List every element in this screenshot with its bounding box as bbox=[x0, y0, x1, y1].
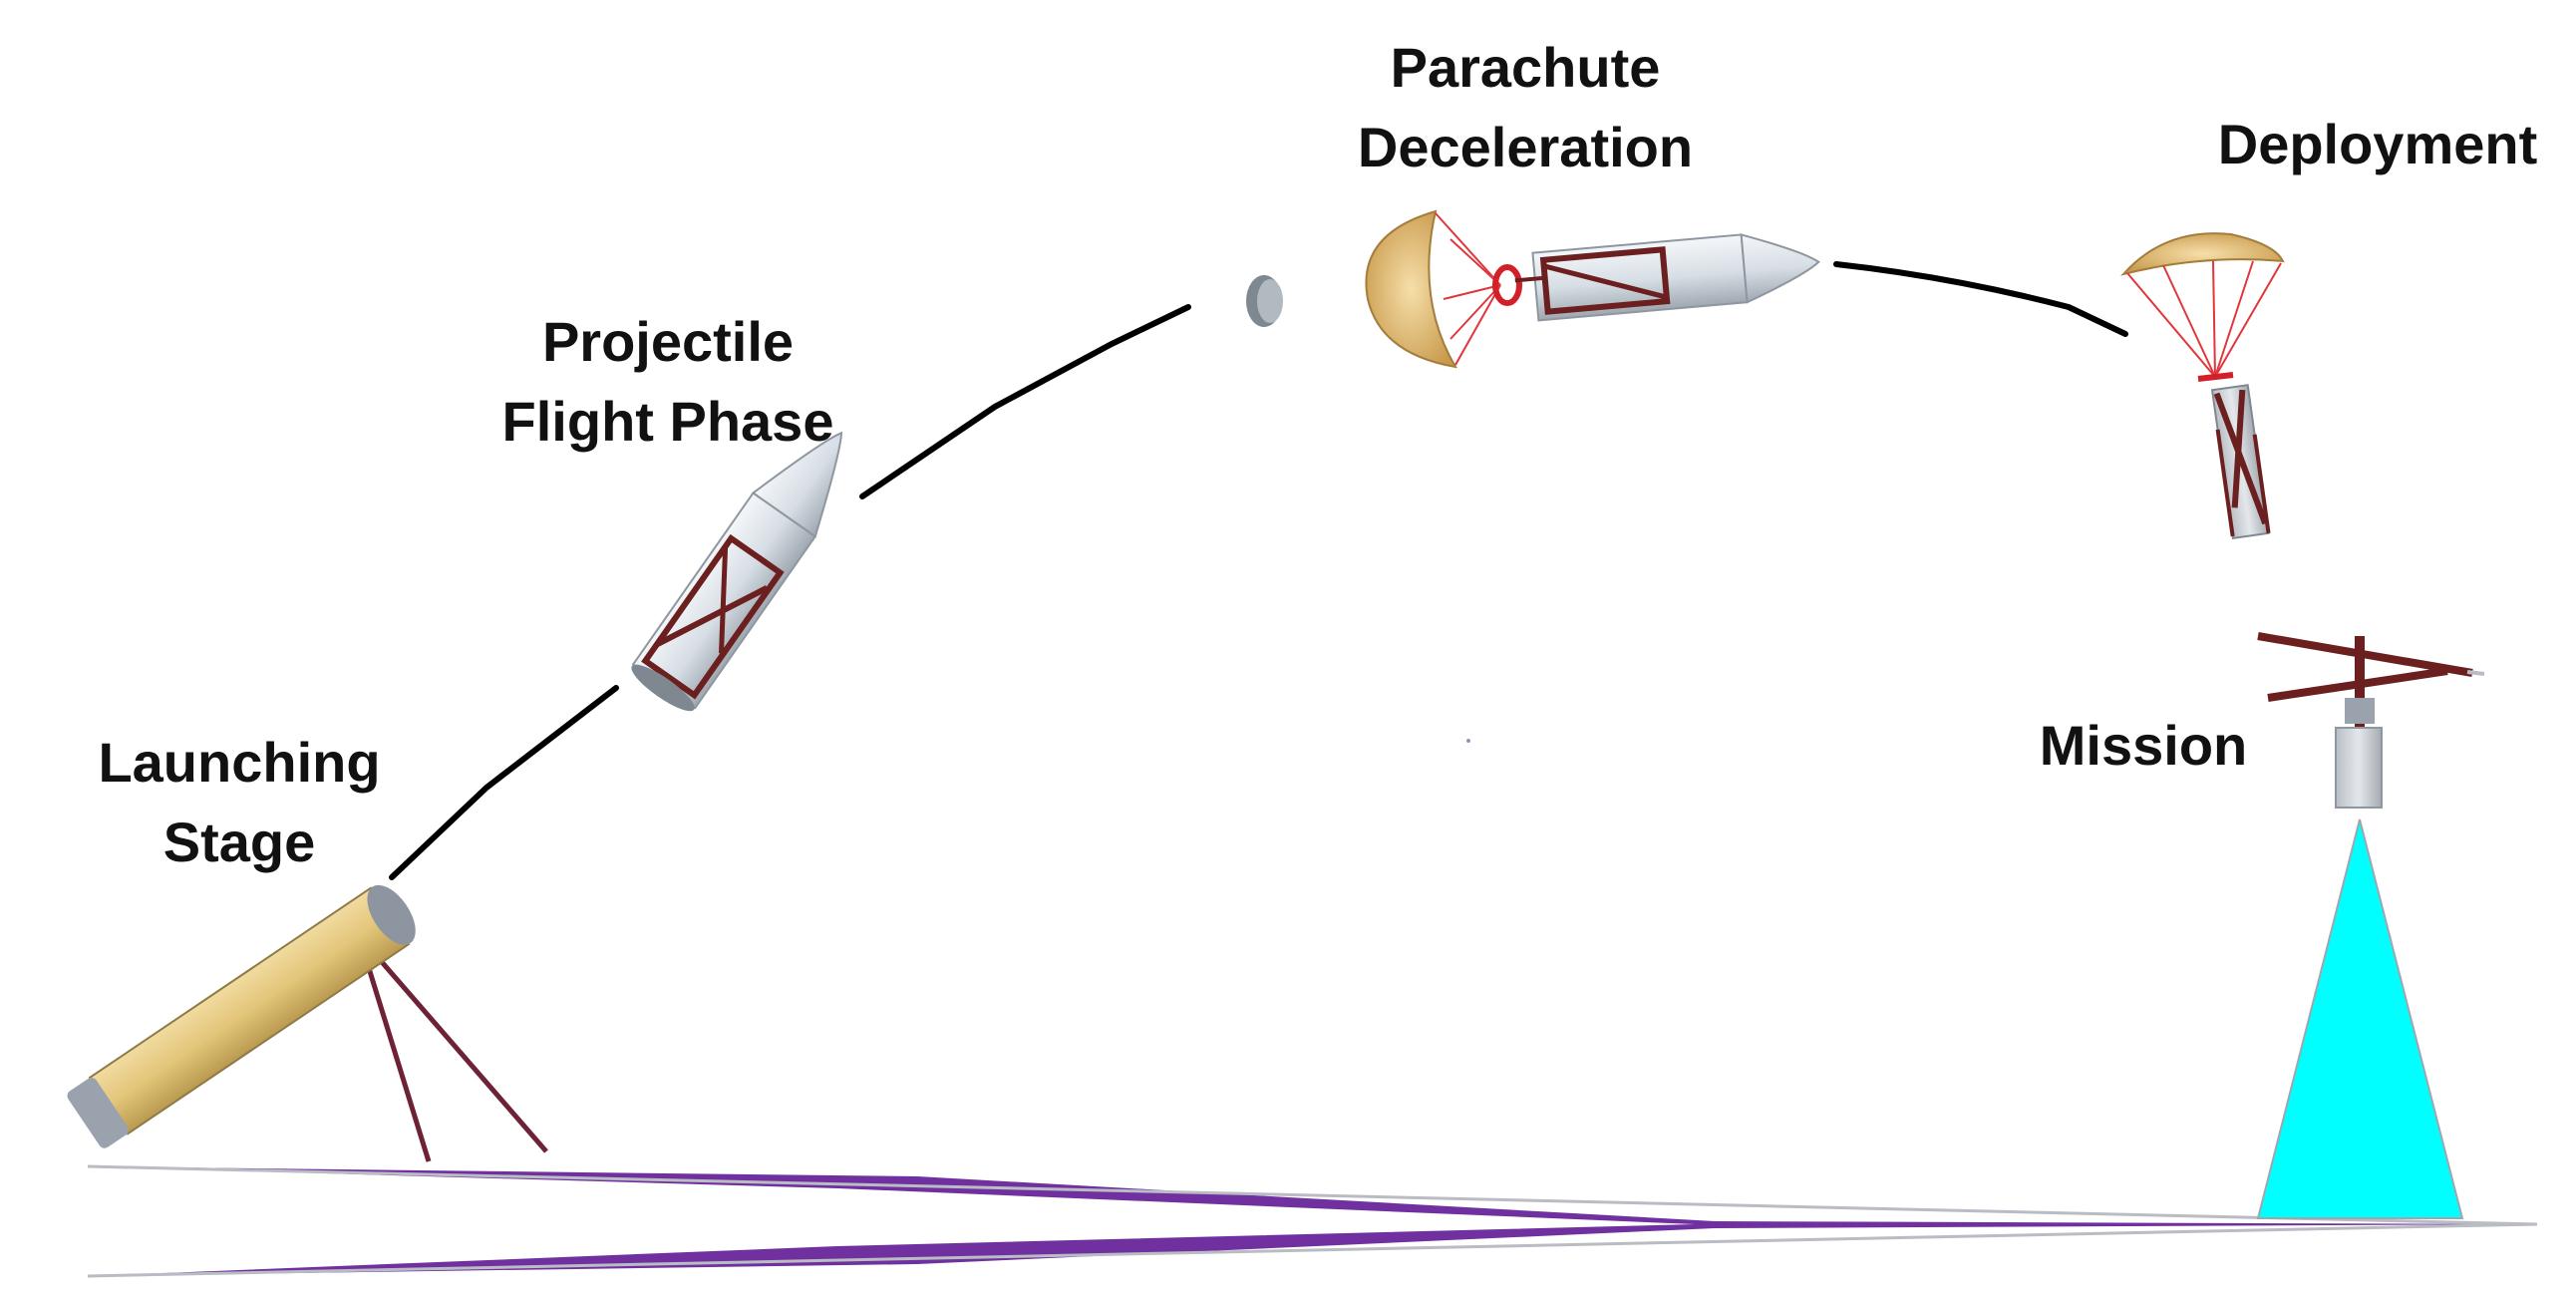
speck bbox=[1466, 739, 1470, 743]
label-launching-stage: Launching Stage bbox=[80, 723, 399, 882]
projectile-descending-icon bbox=[1514, 233, 1820, 322]
trajectory-segment-launch bbox=[389, 685, 619, 880]
ejected-cap-icon bbox=[1246, 275, 1283, 327]
projectile-icon bbox=[631, 431, 843, 712]
drogue-parachute-icon bbox=[1365, 209, 1522, 369]
label-deployment-line1: Deployment bbox=[2217, 113, 2538, 175]
trajectory-segment-descent bbox=[1833, 261, 2128, 337]
folded-drone-icon bbox=[2210, 384, 2271, 539]
trajectory-segment-ascent bbox=[859, 304, 1191, 499]
drone-icon bbox=[2257, 632, 2485, 809]
label-parachute-line2: Deceleration bbox=[1357, 116, 1694, 178]
ground-band bbox=[87, 1164, 2538, 1278]
label-parachute-deceleration: Parachute Deceleration bbox=[1316, 28, 1735, 187]
label-projectile-flight-phase: Projectile Flight Phase bbox=[469, 302, 867, 462]
label-deployment: Deployment bbox=[2193, 105, 2562, 184]
trajectory-path bbox=[389, 261, 2128, 880]
label-projectile-line1: Projectile bbox=[541, 310, 795, 373]
label-parachute-line1: Parachute bbox=[1390, 36, 1661, 99]
label-launching-line1: Launching bbox=[98, 731, 381, 794]
main-parachute-icon bbox=[2120, 232, 2285, 382]
label-launching-line2: Stage bbox=[162, 811, 316, 873]
label-projectile-line2: Flight Phase bbox=[501, 390, 834, 453]
label-mission-line1: Mission bbox=[2039, 714, 2248, 777]
sensor-cone bbox=[2256, 818, 2464, 1219]
label-mission: Mission bbox=[2014, 706, 2273, 786]
launcher-icon bbox=[67, 884, 548, 1162]
